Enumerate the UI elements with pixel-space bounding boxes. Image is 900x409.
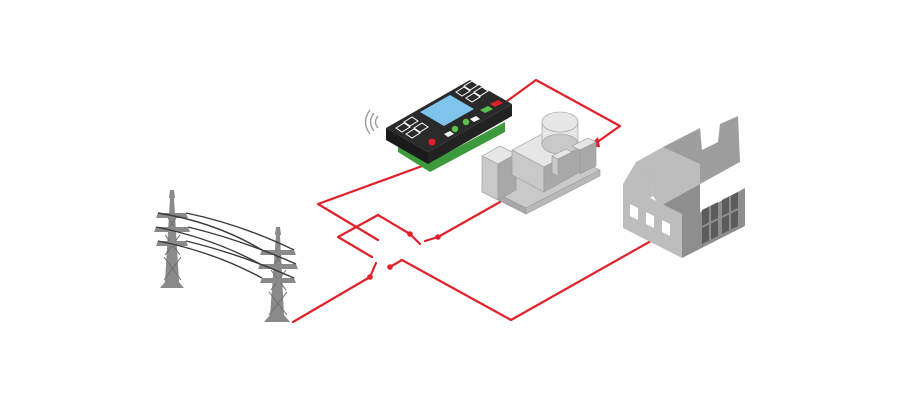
switch-contacts bbox=[367, 231, 441, 280]
controller-sense-wire bbox=[316, 163, 427, 242]
overhead-cables bbox=[155, 212, 297, 279]
transmission-tower-left bbox=[154, 190, 190, 288]
grid-feed-wire bbox=[291, 275, 372, 324]
controller-buttons bbox=[395, 80, 489, 139]
auto-button bbox=[462, 118, 470, 126]
stop-button bbox=[428, 138, 436, 146]
transmission-tower-right bbox=[258, 227, 298, 322]
lower-switch-contact-b bbox=[387, 264, 393, 270]
start-button bbox=[451, 125, 459, 133]
wiring bbox=[291, 78, 660, 324]
wireless-signal-icon bbox=[364, 109, 379, 135]
load-wire bbox=[400, 235, 660, 322]
diesel-generator bbox=[481, 111, 601, 215]
upper-switch-contact-a bbox=[407, 231, 413, 237]
factory-building bbox=[623, 116, 745, 258]
upper-switch-input-wire bbox=[376, 213, 412, 236]
lower-switch-contact-a bbox=[367, 274, 373, 280]
control-signal-wire bbox=[490, 78, 622, 145]
switch-bridge-wire bbox=[336, 213, 380, 259]
upper-switch-contact-b bbox=[435, 234, 441, 240]
generator-controller bbox=[364, 80, 512, 172]
